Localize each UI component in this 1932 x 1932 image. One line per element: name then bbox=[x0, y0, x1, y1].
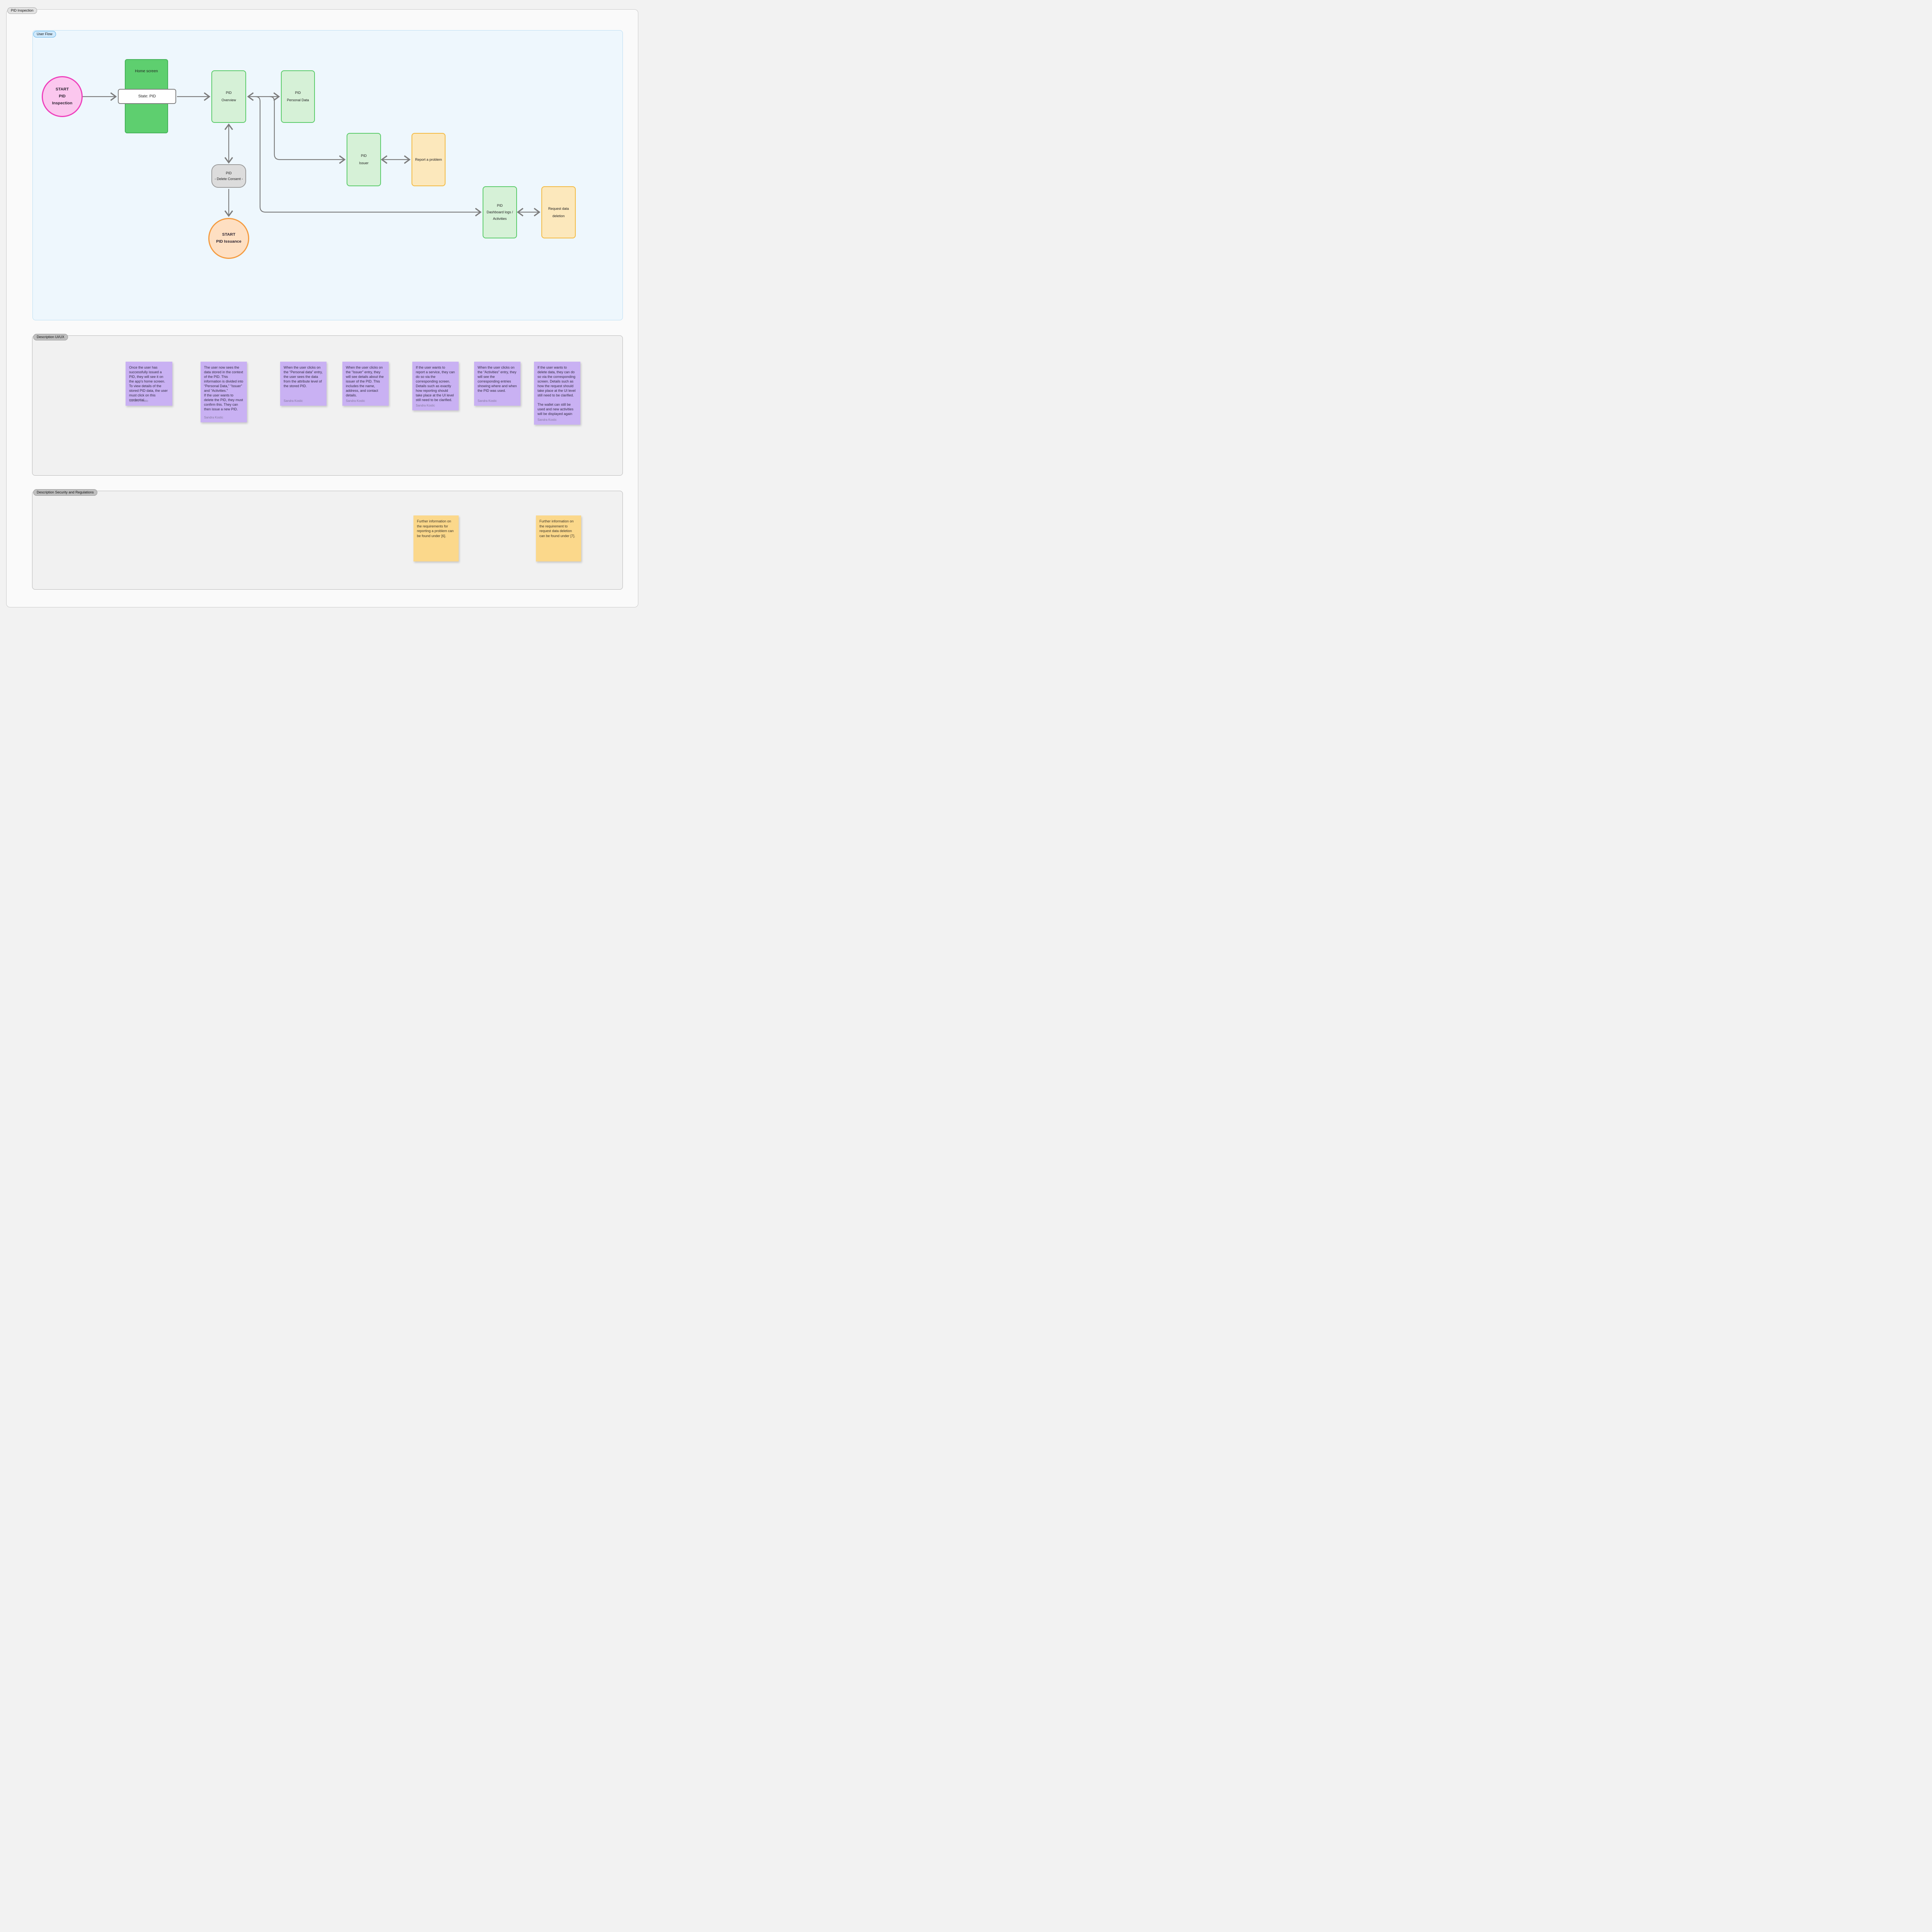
node-home-screen-label: Home screen bbox=[135, 69, 158, 73]
node-pid-personal-data-label: PID Personal Data bbox=[287, 91, 309, 102]
figjam-board: PID Inspection User Flow START PID Inspe… bbox=[0, 0, 646, 618]
sticky-note[interactable]: When the user clicks on the “Activities”… bbox=[474, 362, 520, 406]
sticky-note-text: Further information on the requirements … bbox=[417, 519, 454, 538]
node-report-a-problem-label: Report a problem bbox=[415, 157, 442, 162]
node-pid-dashboard-logs-label: PID Dashboard logs / Activities bbox=[486, 203, 513, 221]
sticky-note[interactable]: If the user wants to report a service, t… bbox=[412, 362, 459, 410]
sticky-note-text: Further information on the requirement t… bbox=[539, 519, 575, 538]
sticky-note-text: When the user clicks on the “Issuer” ent… bbox=[346, 366, 384, 397]
sticky-note[interactable]: When the user clicks on the “Personal da… bbox=[280, 362, 327, 406]
node-start-pid-issuance-label: START PID Issuance bbox=[216, 232, 242, 244]
sticky-note[interactable]: Once the user has successfully issued a … bbox=[126, 362, 172, 406]
node-start-pid-inspection-label: START PID Inspection bbox=[52, 87, 73, 105]
sticky-note-author: Sandra Kostic bbox=[284, 399, 303, 403]
node-pid-issuer[interactable]: PID Issuer bbox=[347, 133, 381, 186]
sticky-note-text: If the user wants to delete data, they c… bbox=[537, 366, 576, 416]
sticky-note[interactable]: The user now sees the data stored in the… bbox=[201, 362, 247, 422]
node-request-data-deletion[interactable]: Request data deletion bbox=[541, 186, 576, 238]
node-pid-dashboard-logs[interactable]: PID Dashboard logs / Activities bbox=[483, 186, 517, 238]
sticky-note[interactable]: Further information on the requirement t… bbox=[536, 515, 581, 561]
node-report-a-problem[interactable]: Report a problem bbox=[412, 133, 446, 186]
node-request-data-deletion-label: Request data deletion bbox=[548, 206, 569, 218]
section-user-flow bbox=[32, 30, 623, 320]
node-pid-issuer-label: PID Issuer bbox=[359, 154, 369, 165]
sticky-note[interactable]: When the user clicks on the “Issuer” ent… bbox=[342, 362, 389, 406]
sticky-note[interactable]: If the user wants to delete data, they c… bbox=[534, 362, 580, 425]
node-start-pid-issuance[interactable]: START PID Issuance bbox=[208, 218, 249, 259]
sticky-note-author: Sandra Kostic bbox=[204, 416, 223, 419]
node-pid-overview[interactable]: PID Overview bbox=[211, 70, 246, 123]
sticky-note-text: When the user clicks on the “Activities”… bbox=[478, 366, 517, 393]
node-pid-personal-data[interactable]: PID Personal Data bbox=[281, 70, 315, 123]
node-start-pid-inspection[interactable]: START PID Inspection bbox=[42, 76, 83, 117]
node-state-pid[interactable]: State: PID bbox=[118, 89, 176, 104]
node-state-pid-label: State: PID bbox=[138, 94, 156, 99]
sticky-note-author: Sandra Kostic bbox=[478, 399, 497, 403]
node-pid-delete-consent[interactable]: PID - Delete Consent - bbox=[211, 164, 246, 188]
sticky-note-text: Once the user has successfully issued a … bbox=[129, 366, 168, 402]
section-description-security-pill[interactable]: Description Security and Regulations bbox=[33, 489, 97, 496]
sticky-note-author: Sandra Kostic bbox=[537, 418, 557, 422]
sticky-note-text: If the user wants to report a service, t… bbox=[416, 366, 455, 402]
section-description-security bbox=[32, 491, 623, 590]
node-pid-delete-consent-label: PID - Delete Consent - bbox=[214, 171, 243, 181]
sticky-note-text: When the user clicks on the “Personal da… bbox=[284, 366, 323, 388]
sticky-note-author: Sandra Kostic bbox=[416, 404, 435, 407]
node-pid-overview-label: PID Overview bbox=[221, 91, 236, 102]
sticky-note-text: The user now sees the data stored in the… bbox=[204, 366, 243, 411]
section-user-flow-pill[interactable]: User Flow bbox=[33, 31, 56, 37]
sticky-note-author: Sandra Kostic bbox=[129, 399, 148, 403]
frame-title-pill[interactable]: PID Inspection bbox=[7, 7, 37, 14]
section-description-ui-ux-pill[interactable]: Description UI/UX bbox=[33, 334, 68, 340]
sticky-note[interactable]: Further information on the requirements … bbox=[413, 515, 459, 561]
sticky-note-author: Sandra Kostic bbox=[346, 399, 365, 403]
